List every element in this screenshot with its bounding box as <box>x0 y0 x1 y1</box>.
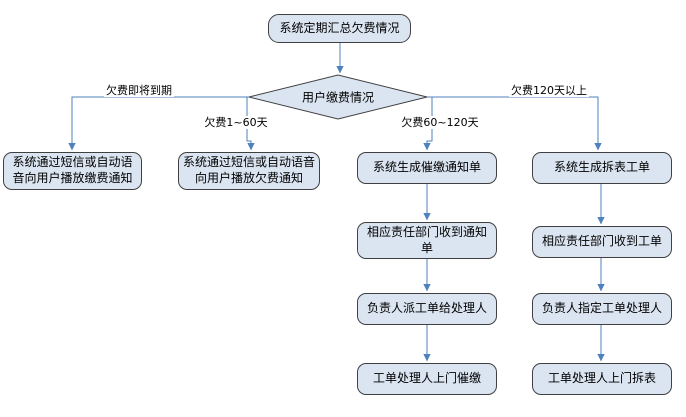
decision-diamond-shape <box>248 74 428 120</box>
edge-decision-sms-payment <box>68 96 249 151</box>
edge-label-due-soon: 欠费即将到期 <box>104 84 174 97</box>
edge-label-1-60-days: 欠费1~60天 <box>202 116 270 129</box>
node-dept-receive-notice: 相应责任部门收到通知单 <box>357 222 497 259</box>
edge-label-60-120-days: 欠费60~120天 <box>399 116 481 129</box>
node-handler-visit-remove: 工单处理人上门拆表 <box>532 363 672 395</box>
edge-label-over-120-days: 欠费120天以上 <box>509 84 589 97</box>
node-generate-removal-workorder: 系统生成拆表工单 <box>532 152 672 184</box>
node-sms-arrears-notice: 系统通过短信或自动语音向用户播放欠费通知 <box>178 152 320 190</box>
node-sms-payment-notice: 系统通过短信或自动语音向用户播放缴费通知 <box>3 152 142 190</box>
node-decision-label: 用户缴费情况 <box>301 90 375 105</box>
node-start: 系统定期汇总欠费情况 <box>268 14 411 43</box>
edge-decision-removal-workorder <box>427 96 602 151</box>
node-leader-assign-handler: 负责人指定工单处理人 <box>532 293 672 325</box>
node-leader-dispatch-workorder: 负责人派工单给处理人 <box>357 293 497 325</box>
node-generate-collection-notice: 系统生成催缴通知单 <box>357 152 497 184</box>
node-dept-receive-workorder: 相应责任部门收到工单 <box>532 226 672 258</box>
node-handler-visit-collect: 工单处理人上门催缴 <box>357 363 497 395</box>
